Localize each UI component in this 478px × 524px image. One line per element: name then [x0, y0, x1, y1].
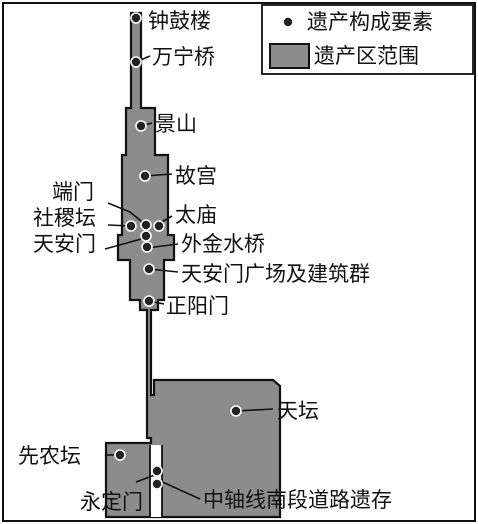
legend-site-icon [282, 16, 294, 28]
site-yongdingmen [151, 465, 163, 477]
label-gugong: 故宫 [175, 164, 217, 188]
label-jingshan: 景山 [155, 112, 197, 136]
site-wanningqiao [130, 56, 142, 68]
legend-site-label: 遗产构成要素 [307, 10, 433, 34]
site-jingshan [135, 120, 147, 132]
label-tiananmen: 天安门 [33, 232, 96, 256]
label-taimiao: 太庙 [175, 203, 217, 227]
site-shejitan [125, 220, 137, 232]
label-duanmen: 端门 [52, 180, 94, 204]
label-shejitan: 社稷坛 [33, 206, 96, 230]
site-xiannongtan [114, 449, 126, 461]
label-tiantan: 天坛 [277, 399, 319, 423]
label-zhonggulou: 钟鼓楼 [148, 9, 211, 33]
label-xiannongtan: 先农坛 [18, 444, 81, 468]
legend: 遗产构成要素 遗产区范围 [261, 4, 474, 75]
site-tiantan [230, 405, 242, 417]
site-zhonggulou [130, 12, 142, 24]
site-taimiao [153, 220, 165, 232]
label-wanningqiao: 万宁桥 [152, 45, 215, 69]
heritage-area-outline [104, 11, 282, 519]
site-waijinshuiqiao [141, 241, 153, 253]
site-tiananmen [140, 230, 152, 242]
label-nanduan: 中轴线南段道路遗存 [203, 488, 392, 512]
label-waijinshuiqiao: 外金水桥 [181, 232, 265, 256]
site-duanmen [140, 219, 152, 231]
heritage-sites [114, 12, 242, 490]
label-zhengyangmen: 正阳门 [166, 294, 229, 318]
label-yongdingmen: 永定门 [80, 490, 143, 514]
legend-area-label: 遗产区范围 [314, 44, 419, 68]
site-zhengyangmen [143, 295, 155, 307]
legend-area-swatch [269, 43, 310, 69]
site-gugong [139, 170, 151, 182]
site-nanduan [151, 478, 163, 490]
site-labels: 钟鼓楼 万宁桥 景山 故宫 端门 社稷坛 太庙 天安门 外金水桥 天安门广场及建… [18, 9, 392, 514]
label-guangchang: 天安门广场及建筑群 [181, 262, 370, 286]
site-guangchang [143, 263, 155, 275]
